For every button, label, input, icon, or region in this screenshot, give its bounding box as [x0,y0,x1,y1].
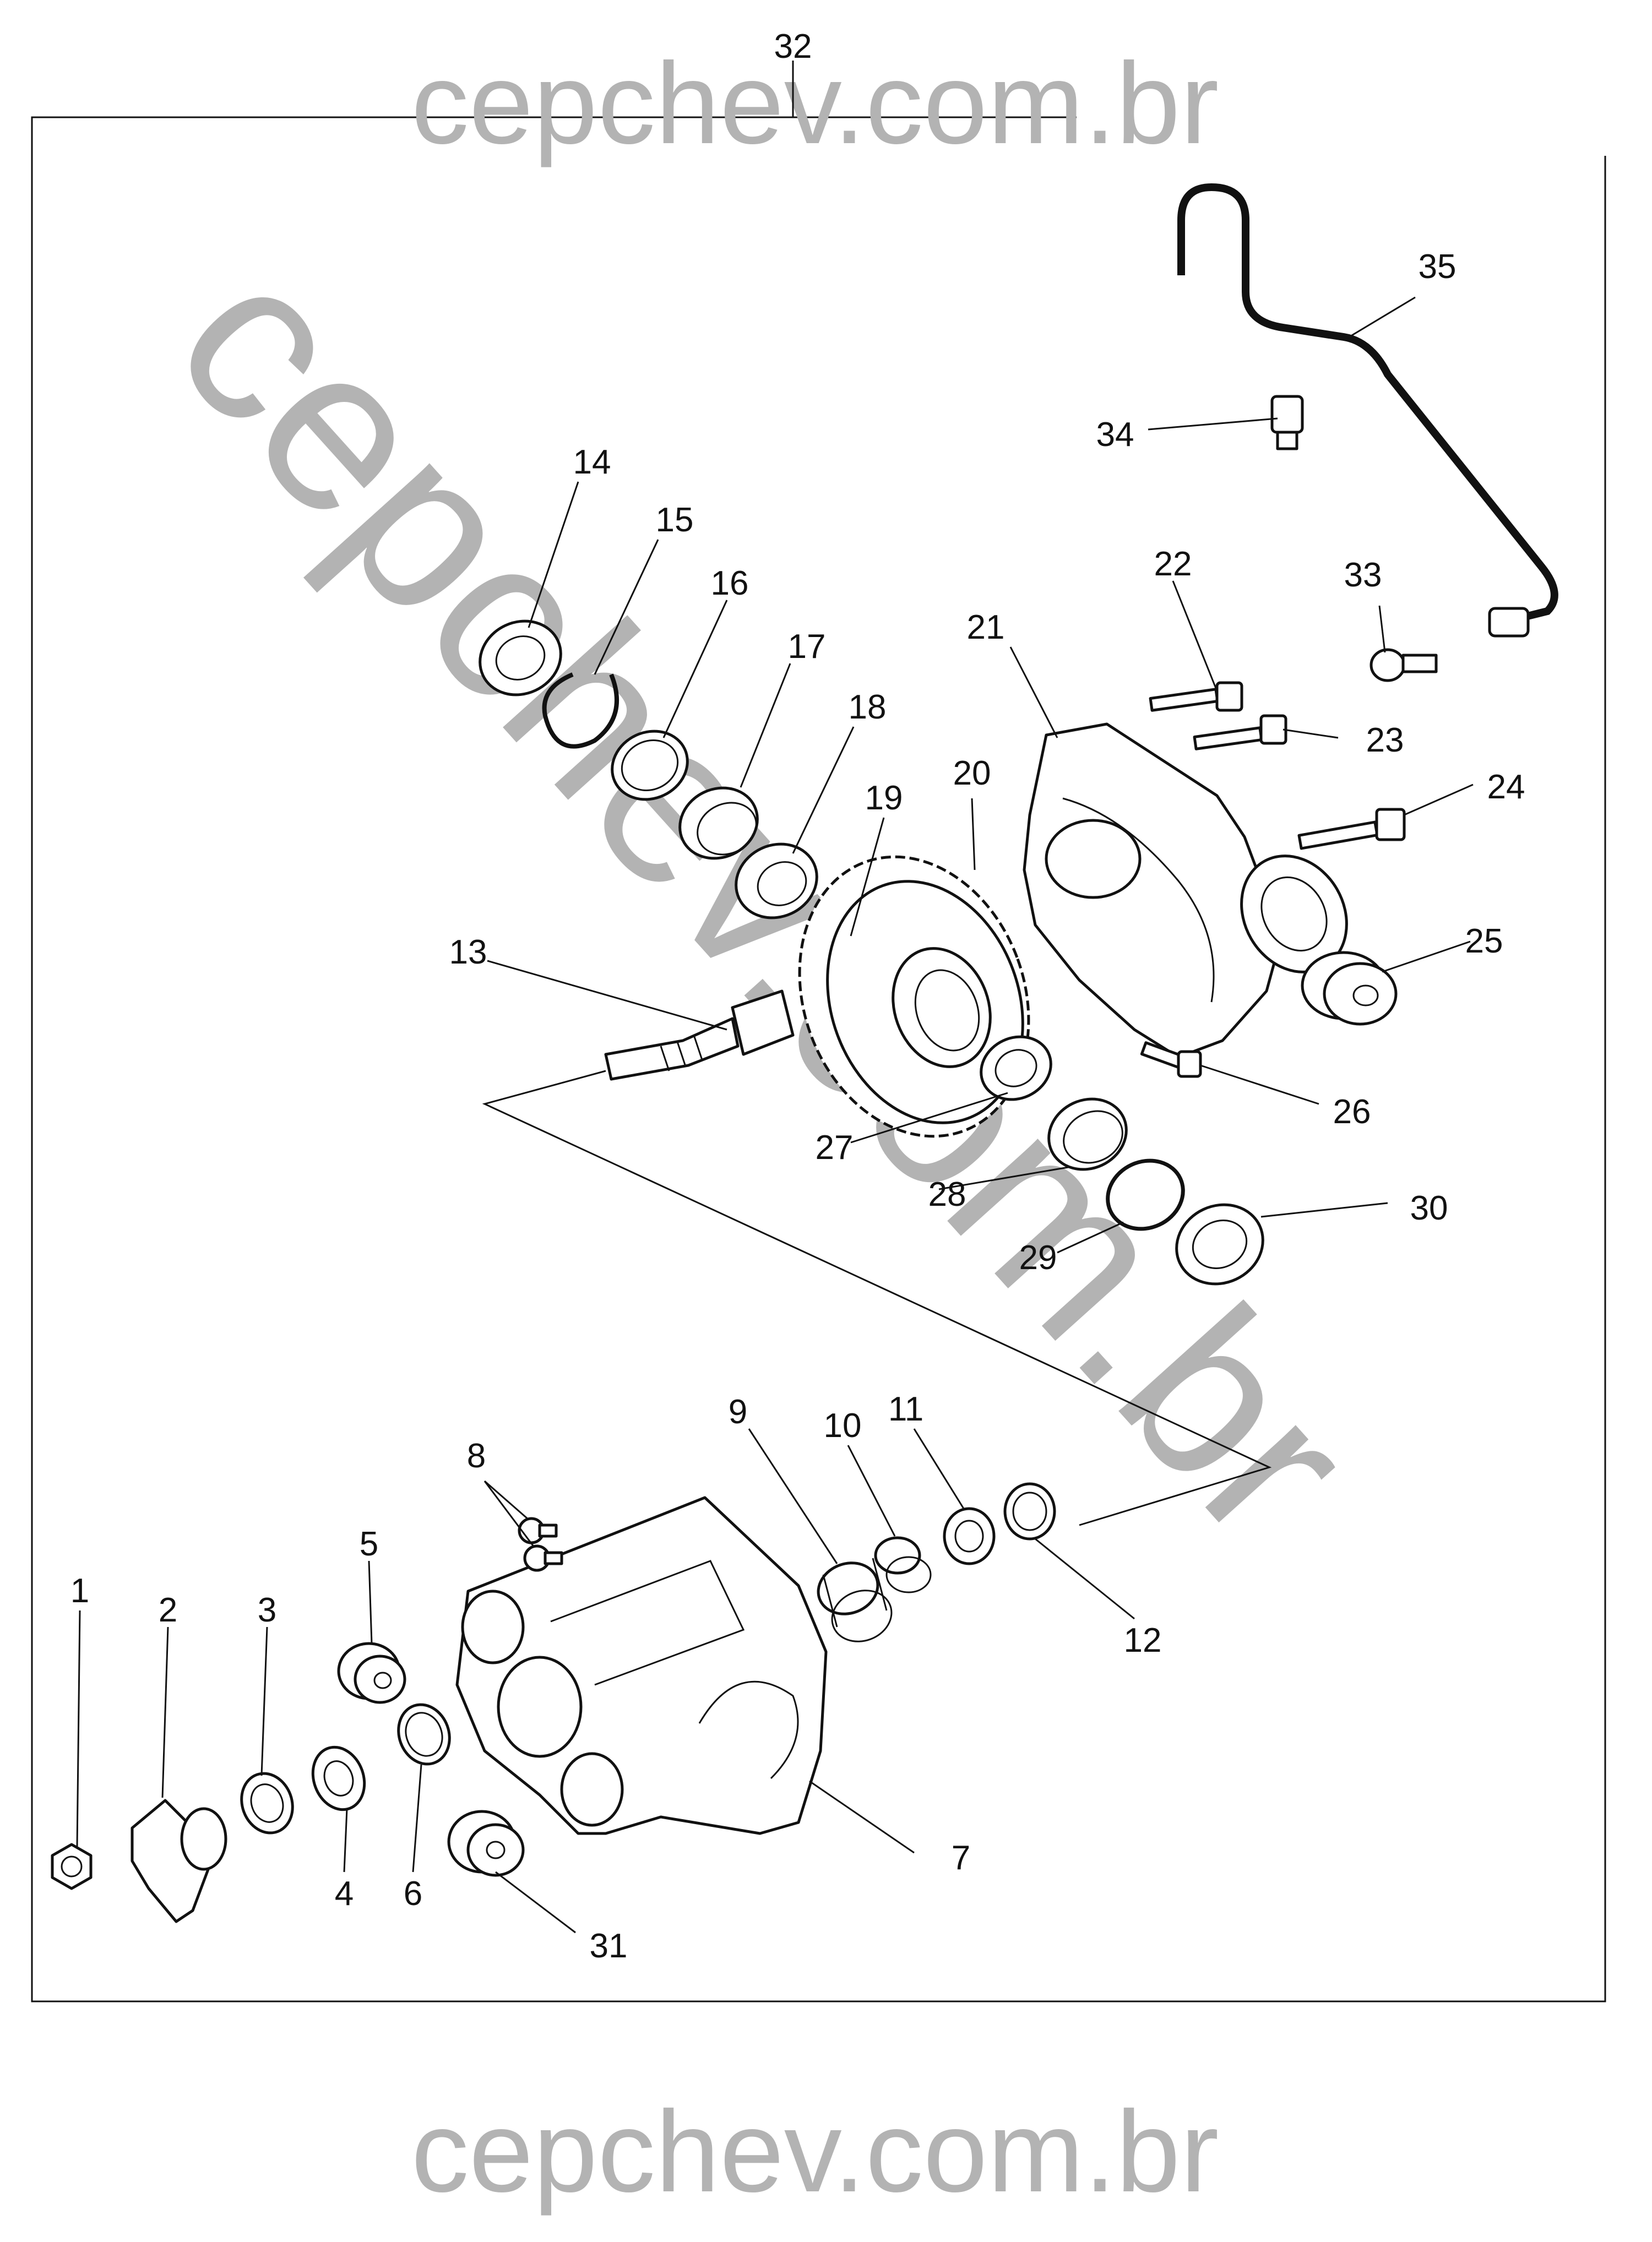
callout-10: 10 [824,1407,862,1445]
callout-17: 17 [788,628,826,666]
part-11-bearing [943,1507,996,1565]
callout-29: 29 [1019,1239,1057,1277]
part-20-ring-gear [798,855,1030,1138]
callout-2: 2 [159,1591,177,1629]
callout-21: 21 [967,608,1005,646]
callout-labels: 1 2 3 4 5 6 7 8 9 10 11 12 13 14 15 16 1… [70,28,1525,1965]
callout-6: 6 [404,1875,422,1913]
part-17-bearing-race [678,786,759,860]
callout-23: 23 [1366,721,1404,759]
part-18-bearing [735,842,818,919]
callout-35: 35 [1419,248,1457,286]
callout-32: 32 [774,28,812,66]
part-15-snap-ring [542,672,619,749]
diagram-frame [31,116,1606,2002]
part-12-race [1003,1482,1056,1541]
callout-25: 25 [1465,922,1503,960]
assembly-lines [482,1070,1272,1526]
part-3-seal [240,1772,294,1835]
callout-26: 26 [1333,1093,1371,1131]
callout-31: 31 [590,1927,628,1965]
part-28-bearing-race [1047,1097,1128,1171]
leader-lines [76,61,1474,1934]
callout-28: 28 [928,1176,966,1213]
callout-27: 27 [816,1129,854,1167]
watermark-bottom: cepchev.com.br [411,2087,1219,2216]
callout-11: 11 [888,1390,923,1428]
callout-5: 5 [360,1525,378,1563]
part-5-bushing [337,1642,406,1704]
callout-14: 14 [573,443,611,481]
callout-15: 15 [656,501,694,539]
part-25-bushing [1301,951,1398,1026]
callout-7: 7 [952,1839,970,1877]
part-16-ring [611,730,689,801]
part-29-o-ring [1106,1158,1185,1231]
part-21-carrier-cover [1023,722,1348,1059]
callout-9: 9 [729,1393,747,1431]
part-6-race [397,1703,451,1766]
callout-24: 24 [1487,768,1525,806]
callout-18: 18 [849,688,887,726]
part-2-flange [131,1799,227,1923]
part-24-bolt [1297,808,1406,850]
part-8-bolts [518,1517,563,1572]
part-31-bushing [447,1810,525,1877]
callout-16: 16 [711,564,749,602]
part-14-seal [479,619,562,696]
part-27-bearing [980,1035,1052,1101]
callout-22: 22 [1154,545,1192,583]
part-4-bearing [311,1745,366,1811]
part-35-pipe [1177,183,1558,638]
watermark-top: cepchev.com.br [411,39,1219,168]
part-34-clip [1270,395,1304,450]
callout-4: 4 [335,1875,354,1913]
callout-12: 12 [1124,1621,1162,1659]
callout-34: 34 [1096,416,1134,454]
part-1-nut [51,1843,93,1890]
callout-1: 1 [70,1572,89,1610]
part-26-bolt [1140,1041,1202,1078]
part-23-bolt [1193,714,1287,750]
part-13-pinion-shaft [604,989,795,1081]
callout-3: 3 [258,1591,276,1629]
callout-30: 30 [1410,1189,1448,1227]
callout-13: 13 [449,933,487,971]
part-22-bolt [1149,681,1243,712]
callout-20: 20 [953,754,991,792]
part-9-race [817,1558,893,1642]
part-10-spacer [874,1536,932,1593]
callout-19: 19 [865,779,903,817]
callout-33: 33 [1344,556,1382,594]
part-33-vent-fitting [1370,648,1438,682]
part-7-housing [455,1496,828,1835]
part-30-seal [1175,1203,1264,1286]
callout-8: 8 [467,1437,486,1475]
